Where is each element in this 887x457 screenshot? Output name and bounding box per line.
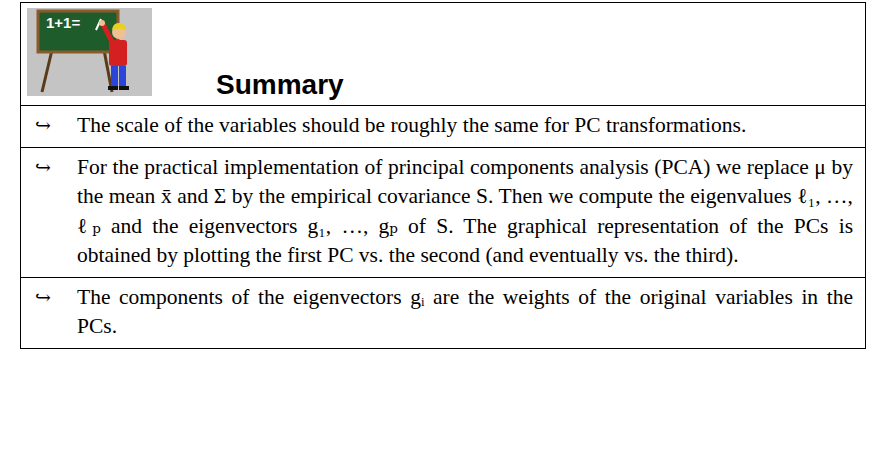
summary-text: The scale of the variables should be rou…: [77, 111, 853, 141]
summary-table: Summary ↪ The scale of the variables shoul…: [20, 2, 866, 349]
hair: [112, 23, 126, 31]
shoe: [108, 86, 118, 90]
icon-background: [27, 8, 152, 96]
bullet-arrow: ↪: [35, 111, 51, 140]
summary-text: The components of the eigenvectors gᵢ ar…: [77, 283, 853, 342]
summary-row: ↪ The components of the eigenvectors gᵢ a…: [21, 277, 865, 348]
blackboard: [38, 11, 118, 52]
header-cell: Summary: [21, 3, 865, 105]
summary-text: For the practical implementation of prin…: [77, 153, 853, 271]
shoe: [119, 86, 129, 90]
hand: [99, 20, 105, 26]
bullet-arrow: ↪: [35, 153, 51, 182]
leg: [119, 66, 126, 86]
leg: [111, 66, 118, 86]
heading: Summary: [216, 69, 344, 101]
summary-row: ↪ The scale of the variables should be ro…: [21, 105, 865, 147]
raised-arm: [103, 24, 112, 42]
summary-row: ↪ For the practical implementation of pri…: [21, 147, 865, 277]
blackboard-text: 1+1=: [46, 14, 80, 31]
bullet-arrow: ↪: [35, 283, 51, 312]
shirt: [109, 40, 127, 66]
easel-leg: [42, 50, 52, 92]
